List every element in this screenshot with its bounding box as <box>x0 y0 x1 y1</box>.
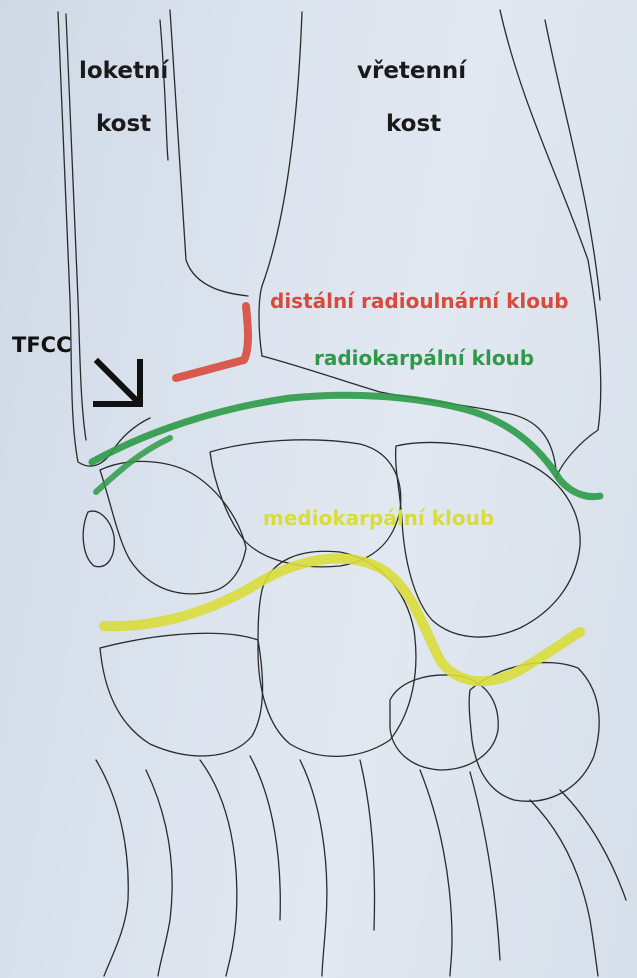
radius-outline-right <box>500 10 601 478</box>
radius-shade <box>545 20 600 300</box>
lunate-outline <box>210 440 401 567</box>
metacarpal-1-b <box>560 790 626 900</box>
metacarpal-4-b <box>250 756 280 920</box>
druj-highlight <box>176 306 248 378</box>
ulna-label-line1: loketní <box>79 60 168 83</box>
tfcc-arrow-icon <box>96 362 140 404</box>
radius-label-line1: vřetenní <box>357 60 466 83</box>
radiocarpal-label: radiokarpální kloub <box>314 348 534 368</box>
tfcc-label: TFCC <box>12 335 72 356</box>
metacarpal-3 <box>300 760 327 976</box>
metacarpal-5 <box>96 760 128 976</box>
metacarpal-5-b <box>146 770 172 976</box>
metacarpal-3-b <box>360 760 374 930</box>
bone-outlines <box>58 10 626 976</box>
metacarpal-2-b <box>470 772 500 960</box>
triquetrum-outline <box>100 461 246 593</box>
trapezoid-outline <box>390 675 498 770</box>
ulna-medial-edge <box>170 10 248 296</box>
ulna-label-line2: kost <box>96 113 151 136</box>
radiocarpal-highlight-lower <box>96 438 170 492</box>
radius-label-line2: kost <box>386 113 441 136</box>
druj-label: distální radioulnární kloub <box>270 291 569 311</box>
ulna-shade <box>160 20 168 160</box>
midcarpal-label: mediokarpální kloub <box>263 508 494 528</box>
midcarpal-highlight <box>104 559 580 682</box>
pisiform-outline <box>83 511 114 567</box>
hamate-outline <box>100 633 263 756</box>
metacarpal-4 <box>200 760 237 976</box>
metacarpal-2 <box>420 770 452 976</box>
radiocarpal-highlight <box>92 395 600 496</box>
metacarpal-1 <box>530 800 598 976</box>
radius-distal-edge <box>262 356 556 470</box>
